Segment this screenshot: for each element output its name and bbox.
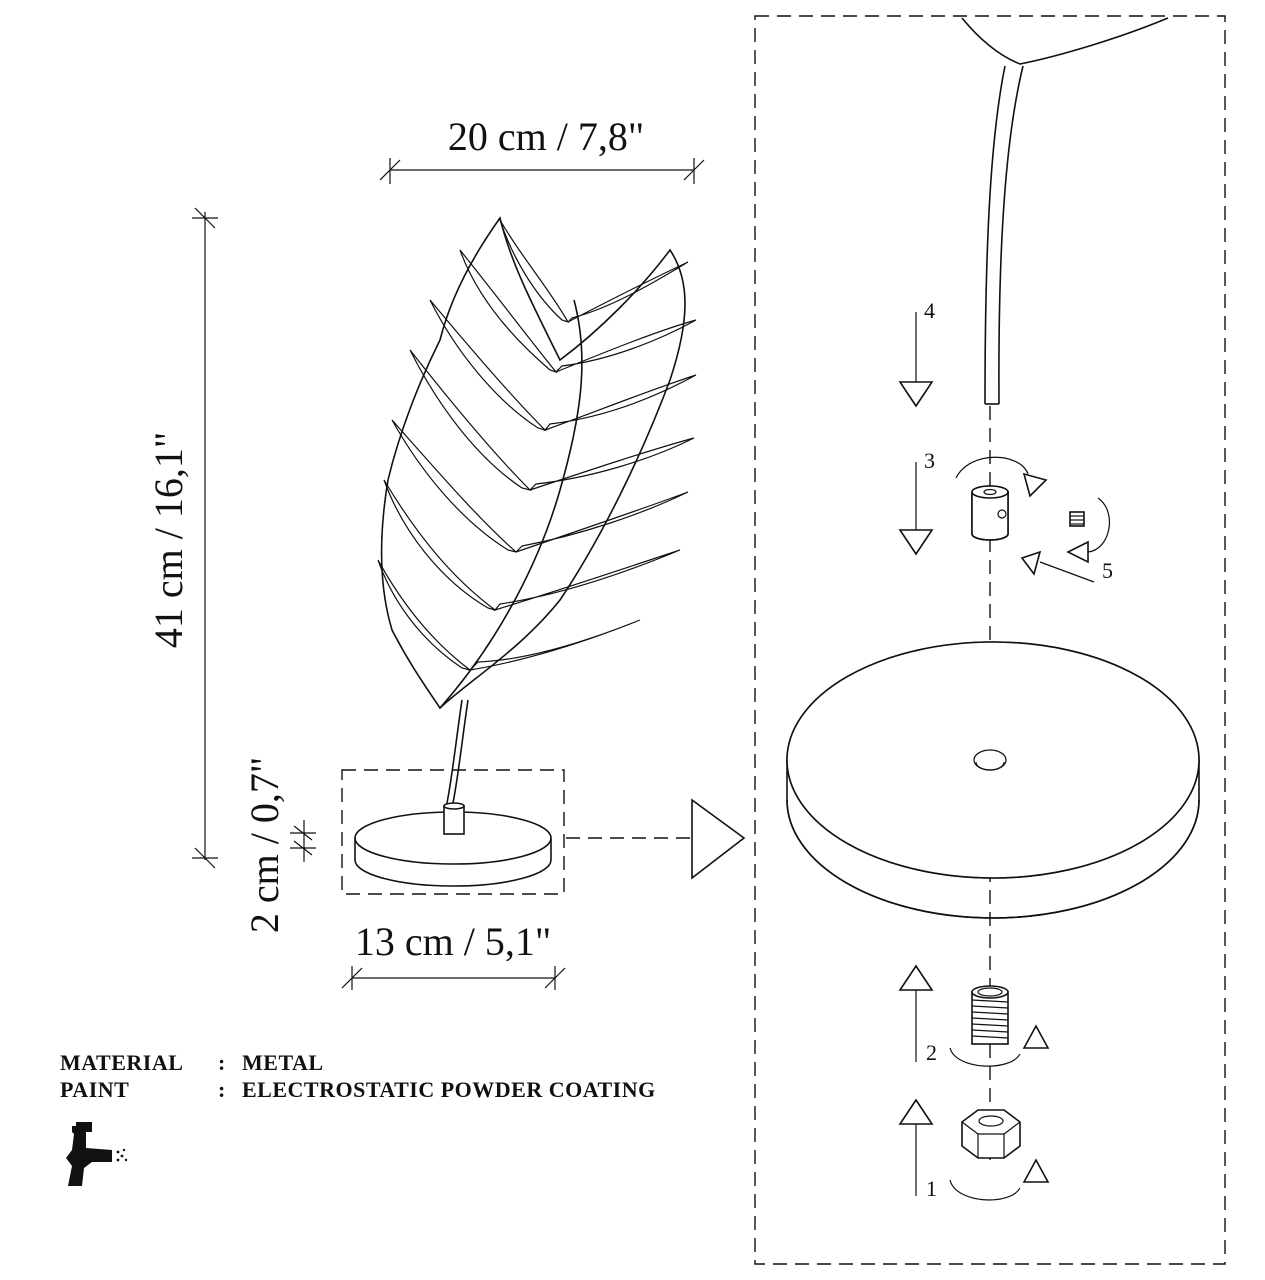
step-4-label: 4	[924, 298, 935, 323]
base-disc	[786, 641, 1200, 919]
step-5-arrow: 5	[1020, 497, 1113, 583]
width-dimension: 20 cm / 7,8"	[379, 114, 705, 184]
step-1-label: 1	[926, 1176, 937, 1201]
step-2-arrow: 2	[898, 964, 1050, 1067]
base-diameter-label: 13 cm / 5,1"	[355, 919, 551, 964]
step-3-label: 3	[924, 448, 935, 473]
height-label: 41 cm / 16,1"	[146, 432, 191, 648]
paint-separator: :	[218, 1077, 226, 1102]
set-screw	[1069, 511, 1085, 527]
material-value: METAL	[242, 1050, 324, 1075]
spray-gun-icon	[66, 1122, 128, 1186]
material-separator: :	[218, 1050, 226, 1075]
detail-connector	[566, 798, 746, 880]
step-1-arrow: 1	[898, 1098, 1050, 1201]
paint-label: PAINT	[60, 1077, 129, 1102]
base-diameter-dimension: 13 cm / 5,1"	[341, 919, 566, 990]
palm-leaf-illustration	[377, 216, 697, 809]
leaf-stem-top	[961, 17, 1169, 405]
width-label: 20 cm / 7,8"	[448, 114, 644, 159]
paint-value: ELECTROSTATIC POWDER COATING	[242, 1077, 656, 1102]
step-2-label: 2	[926, 1040, 937, 1065]
step-5-label: 5	[1102, 558, 1113, 583]
specs-block: MATERIAL : METAL PAINT : ELECTROSTATIC P…	[60, 1050, 656, 1102]
base-thickness-label: 2 cm / 0,7"	[242, 757, 287, 933]
base-thickness-dimension: 2 cm / 0,7"	[242, 757, 316, 933]
hex-nut	[961, 1109, 1021, 1159]
step-3-arrow: 3	[898, 448, 1048, 556]
base-detail-frame	[341, 769, 565, 895]
step-4-arrow: 4	[898, 298, 935, 408]
height-dimension: 41 cm / 16,1"	[146, 207, 218, 869]
material-label: MATERIAL	[60, 1050, 183, 1075]
threaded-tube	[971, 985, 1009, 1045]
collar-nut	[971, 485, 1009, 541]
